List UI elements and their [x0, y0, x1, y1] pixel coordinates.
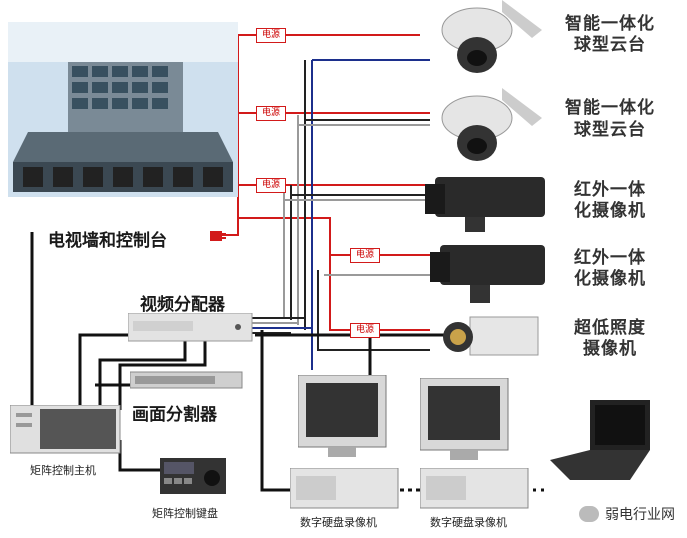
- label-matrix-host: 矩阵控制主机: [30, 464, 96, 477]
- dvr-device: [289, 467, 402, 514]
- laptop-icon: [550, 400, 660, 489]
- label-ir2-line1: 红外一体: [574, 248, 646, 268]
- wechat-icon: [579, 506, 599, 522]
- label-video-splitter: 视频分配器: [140, 295, 225, 315]
- label-ir2-line2: 化摄像机: [574, 269, 646, 289]
- power-supply: 电源: [256, 106, 286, 121]
- ir-bullet-camera-icon: [430, 240, 550, 309]
- label-dvr2: 数字硬盘录像机: [430, 516, 507, 529]
- matrix-host-device: [9, 404, 125, 459]
- label-ptz2-line1: 智能一体化: [565, 98, 655, 118]
- power-supply: 电源: [256, 178, 286, 193]
- label-lowlux-line2: 摄像机: [583, 339, 637, 359]
- power-lines: [220, 34, 430, 331]
- label-matrix-keyboard: 矩阵控制键盘: [152, 507, 218, 520]
- video-splitter-device: [127, 312, 253, 347]
- ir-bullet-camera-icon: [425, 172, 550, 238]
- power-plug-icon: [208, 228, 228, 248]
- power-supply: 电源: [350, 248, 380, 263]
- tv-wall-photo: [8, 22, 238, 197]
- label-ir1-line1: 红外一体: [574, 180, 646, 200]
- watermark-text: 弱电行业网: [605, 507, 675, 523]
- label-ir1-line2: 化摄像机: [574, 201, 646, 221]
- monitor-icon: [419, 377, 510, 472]
- label-screen-divider: 画面分割器: [132, 405, 217, 425]
- box-camera-icon: [440, 312, 540, 366]
- label-tv-wall: 电视墙和控制台: [48, 231, 167, 251]
- label-ptz1-line1: 智能一体化: [565, 14, 655, 34]
- label-dvr1: 数字硬盘录像机: [300, 516, 377, 529]
- dvr-device: [419, 467, 532, 514]
- label-ptz1-line2: 球型云台: [574, 35, 646, 55]
- label-lowlux-line1: 超低照度: [574, 318, 646, 338]
- watermark: 弱电行业网: [579, 504, 675, 524]
- monitor-icon: [297, 374, 388, 469]
- matrix-keyboard-device: [160, 458, 230, 502]
- signal-lines: [250, 59, 430, 370]
- power-supply: 电源: [256, 28, 286, 43]
- ptz-dome-camera-icon: [432, 0, 542, 84]
- ptz-dome-camera-icon: [432, 88, 542, 172]
- screen-divider-device: [129, 370, 245, 396]
- label-ptz2-line2: 球型云台: [574, 120, 646, 140]
- power-supply: 电源: [350, 323, 380, 338]
